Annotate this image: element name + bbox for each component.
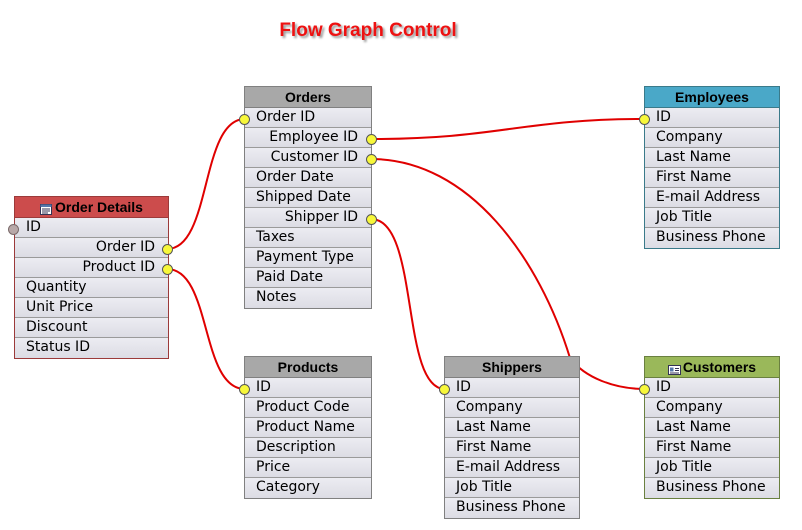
link-orderdetails-orders[interactable]	[166, 118, 246, 250]
table-title: Order Details	[55, 199, 143, 215]
field-row[interactable]: ID	[445, 378, 579, 398]
field-row[interactable]: Order ID	[245, 108, 371, 128]
field-row[interactable]: Business Phone	[445, 498, 579, 518]
field-row[interactable]: Quantity	[15, 278, 168, 298]
field-row[interactable]: Category	[245, 478, 371, 498]
field-row[interactable]: Unit Price	[15, 298, 168, 318]
field-row[interactable]: Job Title	[645, 458, 779, 478]
field-row[interactable]: Customer ID	[245, 148, 371, 168]
table-header[interactable]: Products	[245, 357, 371, 378]
field-row[interactable]: ID	[645, 108, 779, 128]
table-header[interactable]: Order Details	[15, 197, 168, 218]
field-row[interactable]: Paid Date	[245, 268, 371, 288]
field-row[interactable]: Last Name	[445, 418, 579, 438]
port-orderdetails-orderid[interactable]	[162, 244, 173, 255]
field-row[interactable]: Employee ID	[245, 128, 371, 148]
port-shippers-id[interactable]	[439, 384, 450, 395]
link-orderdetails-products[interactable]	[166, 268, 246, 390]
field-row[interactable]: Last Name	[645, 148, 779, 168]
field-row[interactable]: Job Title	[445, 478, 579, 498]
table-title: Products	[277, 359, 339, 375]
port-orders-orderid[interactable]	[239, 114, 250, 125]
port-orderdetails-id[interactable]	[8, 224, 19, 235]
port-orders-customerid[interactable]	[366, 154, 377, 165]
field-row[interactable]: Notes	[245, 288, 371, 308]
field-row[interactable]: ID	[645, 378, 779, 398]
field-row[interactable]: Business Phone	[645, 478, 779, 498]
contact-card-icon	[667, 362, 681, 375]
field-row[interactable]: First Name	[445, 438, 579, 458]
field-row[interactable]: Company	[645, 128, 779, 148]
field-row[interactable]: ID	[245, 378, 371, 398]
table-title: Orders	[285, 89, 331, 105]
page-title: Flow Graph Control	[279, 20, 457, 41]
link-orders-shippers[interactable]	[370, 218, 446, 390]
field-row[interactable]: Description	[245, 438, 371, 458]
field-row[interactable]: First Name	[645, 168, 779, 188]
port-customers-id[interactable]	[639, 384, 650, 395]
field-row[interactable]: Product Name	[245, 418, 371, 438]
table-header[interactable]: Shippers	[445, 357, 579, 378]
field-row[interactable]: Product ID	[15, 258, 168, 278]
port-products-id[interactable]	[239, 384, 250, 395]
field-row[interactable]: Shipped Date	[245, 188, 371, 208]
field-row[interactable]: Last Name	[645, 418, 779, 438]
table-title: Shippers	[482, 359, 542, 375]
field-row[interactable]: Shipper ID	[245, 208, 371, 228]
field-row[interactable]: First Name	[645, 438, 779, 458]
field-row[interactable]: Job Title	[645, 208, 779, 228]
table-header[interactable]: Orders	[245, 87, 371, 108]
field-row[interactable]: Status ID	[15, 338, 168, 358]
port-orders-shipperid[interactable]	[366, 214, 377, 225]
field-row[interactable]: Business Phone	[645, 228, 779, 248]
field-row[interactable]: ID	[15, 218, 168, 238]
port-orders-employeeid[interactable]	[366, 134, 377, 145]
field-row[interactable]: Payment Type	[245, 248, 371, 268]
link-orders-employees[interactable]	[370, 118, 646, 140]
table-title: Customers	[682, 359, 757, 375]
field-row[interactable]: E-mail Address	[445, 458, 579, 478]
link-orders-customers[interactable]	[370, 158, 646, 390]
table-icon	[40, 202, 53, 215]
port-orderdetails-productid[interactable]	[162, 264, 173, 275]
field-row[interactable]: Taxes	[245, 228, 371, 248]
field-row[interactable]: Product Code	[245, 398, 371, 418]
table-header[interactable]: Employees	[645, 87, 779, 108]
field-row[interactable]: Company	[645, 398, 779, 418]
table-header[interactable]: Customers	[645, 357, 779, 378]
field-row[interactable]: Company	[445, 398, 579, 418]
port-employees-id[interactable]	[639, 114, 650, 125]
field-row[interactable]: E-mail Address	[645, 188, 779, 208]
table-title: Employees	[675, 89, 749, 105]
field-row[interactable]: Order ID	[15, 238, 168, 258]
field-row[interactable]: Order Date	[245, 168, 371, 188]
field-row[interactable]: Discount	[15, 318, 168, 338]
field-row[interactable]: Price	[245, 458, 371, 478]
